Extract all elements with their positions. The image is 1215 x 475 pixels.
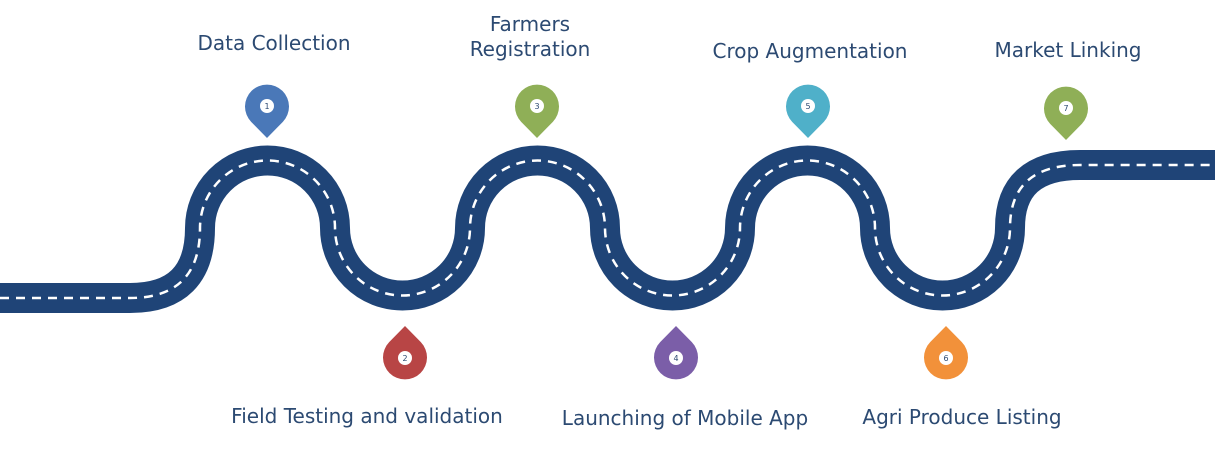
road-surface — [0, 145, 1215, 313]
step-label: Agri Produce Listing — [862, 405, 1061, 429]
step-number: 4 — [673, 354, 678, 363]
pin-number-badge — [939, 351, 953, 365]
pin-number-badge — [260, 99, 274, 113]
step-label: Farmers — [490, 12, 570, 36]
step-label: Market Linking — [995, 38, 1142, 62]
pin-number-badge — [530, 99, 544, 113]
pin-number-badge — [1059, 101, 1073, 115]
pin-number-badge — [801, 99, 815, 113]
pin-number-badge — [669, 351, 683, 365]
step-number: 5 — [805, 102, 810, 111]
milestone-5: 5 Crop Augmentation — [713, 39, 908, 138]
step-number: 1 — [264, 102, 269, 111]
step-number: 6 — [943, 354, 948, 363]
step-label: Data Collection — [197, 31, 350, 55]
pin-number-badge — [398, 351, 412, 365]
milestone-1: 1 Data Collection — [197, 31, 351, 138]
step-label: Crop Augmentation — [713, 39, 908, 63]
step-label: Field Testing and validation — [231, 404, 503, 428]
road — [0, 145, 1215, 313]
step-number: 2 — [402, 354, 407, 363]
step-number: 3 — [534, 102, 539, 111]
step-label: Launching of Mobile App — [562, 406, 808, 430]
step-label: Registration — [470, 37, 591, 61]
milestone-7: 7 Market Linking — [995, 38, 1142, 140]
step-number: 7 — [1063, 104, 1068, 113]
road-center-dashes — [0, 159, 1215, 300]
